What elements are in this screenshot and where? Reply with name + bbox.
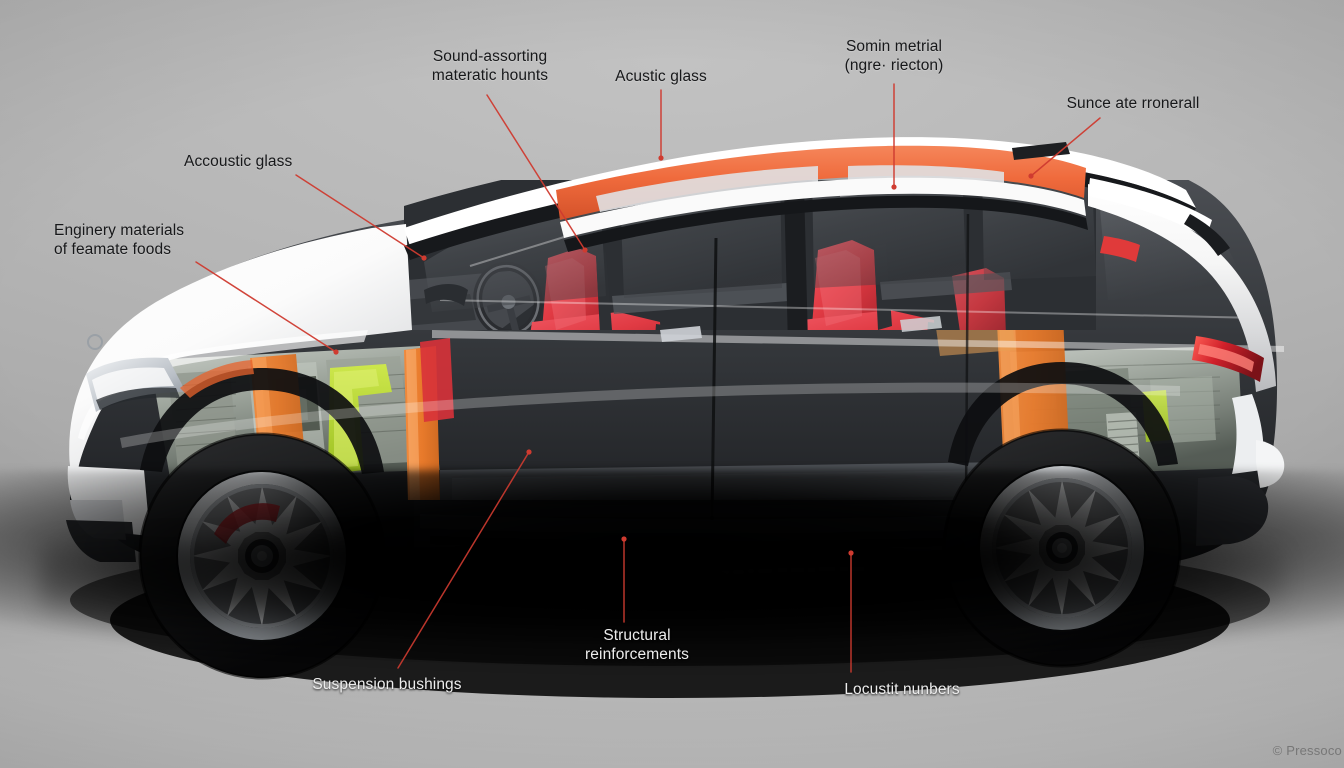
annotation-label-locustit-nunbers: Locustit nunbers: [844, 681, 960, 698]
vehicle-shadow-core: [40, 540, 1284, 660]
watermark: © Pressoco: [1272, 743, 1342, 758]
annotation-label-suspension-bushings: Suspension bushings: [312, 676, 462, 693]
annotation-label-structural-reinforcements: Structural reinforcements: [585, 627, 689, 663]
annotation-label-sunce-ate-rronerall: Sunce ate rronerall: [1066, 95, 1200, 112]
annotation-label-acustic-glass-top: Acustic glass: [615, 68, 707, 85]
annotation-label-accoustic-glass-left: Accoustic glass: [184, 153, 293, 170]
annotation-label-sound-assorting-mounts: Sound-assorting materatic hounts: [431, 48, 549, 84]
annotation-label-enginery-materials: Enginery materials of feamate foods: [54, 222, 185, 258]
annotation-label-somin-metrial: Somin metrial (ngre· riecton): [844, 38, 944, 74]
